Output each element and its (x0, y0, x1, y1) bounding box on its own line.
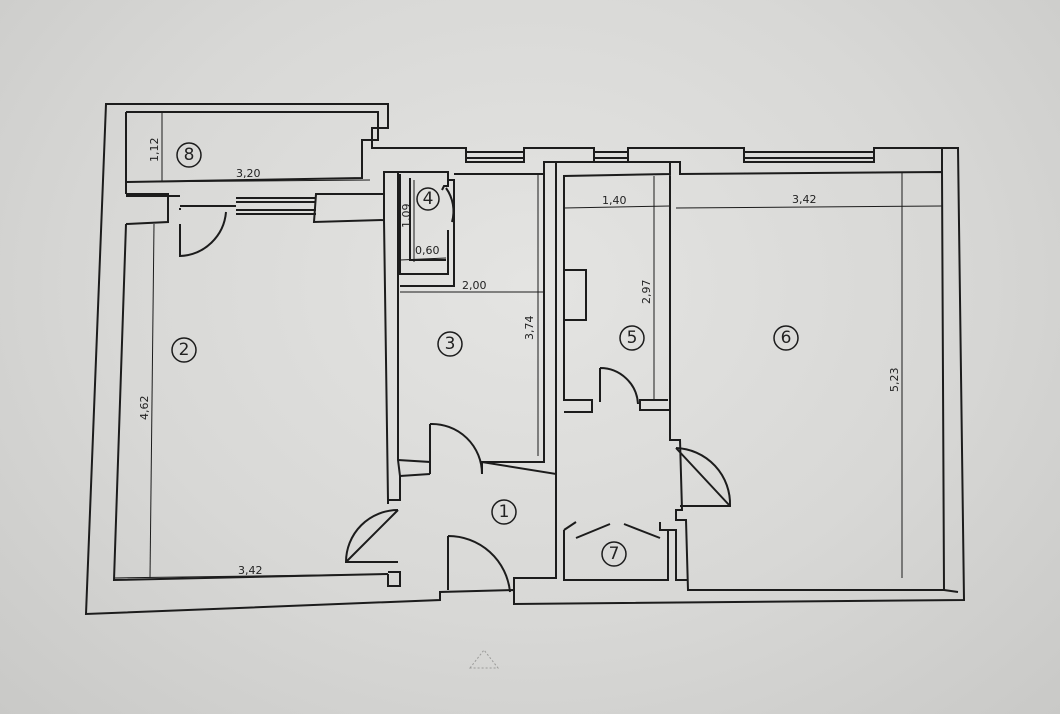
room-marker-1 (491, 499, 517, 525)
dim-line-room4-width (399, 257, 447, 261)
room-marker-3 (437, 331, 463, 357)
window-room6 (744, 151, 874, 159)
room-label-6: 6 (781, 328, 792, 348)
dim-room5-height: 2,97 (640, 280, 653, 305)
wall-room6 (669, 161, 946, 591)
dim-room6-width: 3,42 (792, 193, 817, 206)
door-entrance (447, 534, 511, 593)
window-room5 (594, 151, 628, 159)
room-label-5: 5 (627, 328, 638, 348)
room-marker-5 (619, 325, 645, 351)
door-room4 (445, 187, 455, 223)
wall-entrance-left (387, 571, 441, 600)
door-room2-balcony (179, 211, 227, 258)
dim-line-room6-width (675, 205, 943, 209)
door-room5 (599, 366, 639, 405)
dim-line-room5-width (563, 205, 671, 209)
dim-room2-height: 4,62 (138, 396, 151, 421)
room-label-4: 4 (423, 189, 434, 209)
door-room3 (429, 422, 483, 475)
dim-room8-width: 3,20 (236, 167, 261, 180)
wall-right-inner (941, 148, 959, 593)
dim-room2-width: 3,42 (238, 564, 263, 577)
inner-wall-balcony (125, 111, 379, 183)
wall-room3 (454, 161, 557, 476)
room-marker-8 (176, 142, 202, 168)
dim-line-room2-width (113, 573, 389, 579)
room-marker-2 (171, 337, 197, 363)
dim-room6-height: 5,23 (888, 368, 901, 393)
dim-room8-depth: 1,12 (148, 138, 161, 163)
room-label-2: 2 (179, 340, 190, 360)
dim-room3-height: 3,74 (523, 316, 536, 341)
dim-line-room2-height (149, 223, 155, 579)
room-marker-6 (773, 325, 799, 351)
dim-room4-width: 0,60 (415, 244, 440, 257)
room-label-8: 8 (184, 145, 195, 165)
room-label-1: 1 (499, 502, 510, 522)
room-marker-4 (416, 187, 440, 211)
door-room6 (675, 447, 732, 507)
chimney (563, 269, 587, 321)
wall-room7 (513, 474, 669, 604)
inner-wall-left (112, 112, 389, 582)
door-room7 (575, 523, 661, 539)
scale-mark (468, 649, 500, 669)
door-room2 (344, 509, 399, 563)
wall-room2-right (383, 171, 401, 504)
dim-line-room8-width (125, 179, 371, 183)
room-label-7: 7 (609, 544, 620, 564)
window-balcony (236, 201, 316, 211)
room-marker-7 (601, 541, 627, 567)
room-label-3: 3 (445, 334, 456, 354)
dim-room5-width: 1,40 (602, 194, 627, 207)
dim-room4-height: 1,09 (400, 204, 413, 229)
dim-room3-width: 2,00 (462, 279, 487, 292)
window-room3 (466, 151, 524, 159)
wall-room7-right (668, 529, 688, 581)
